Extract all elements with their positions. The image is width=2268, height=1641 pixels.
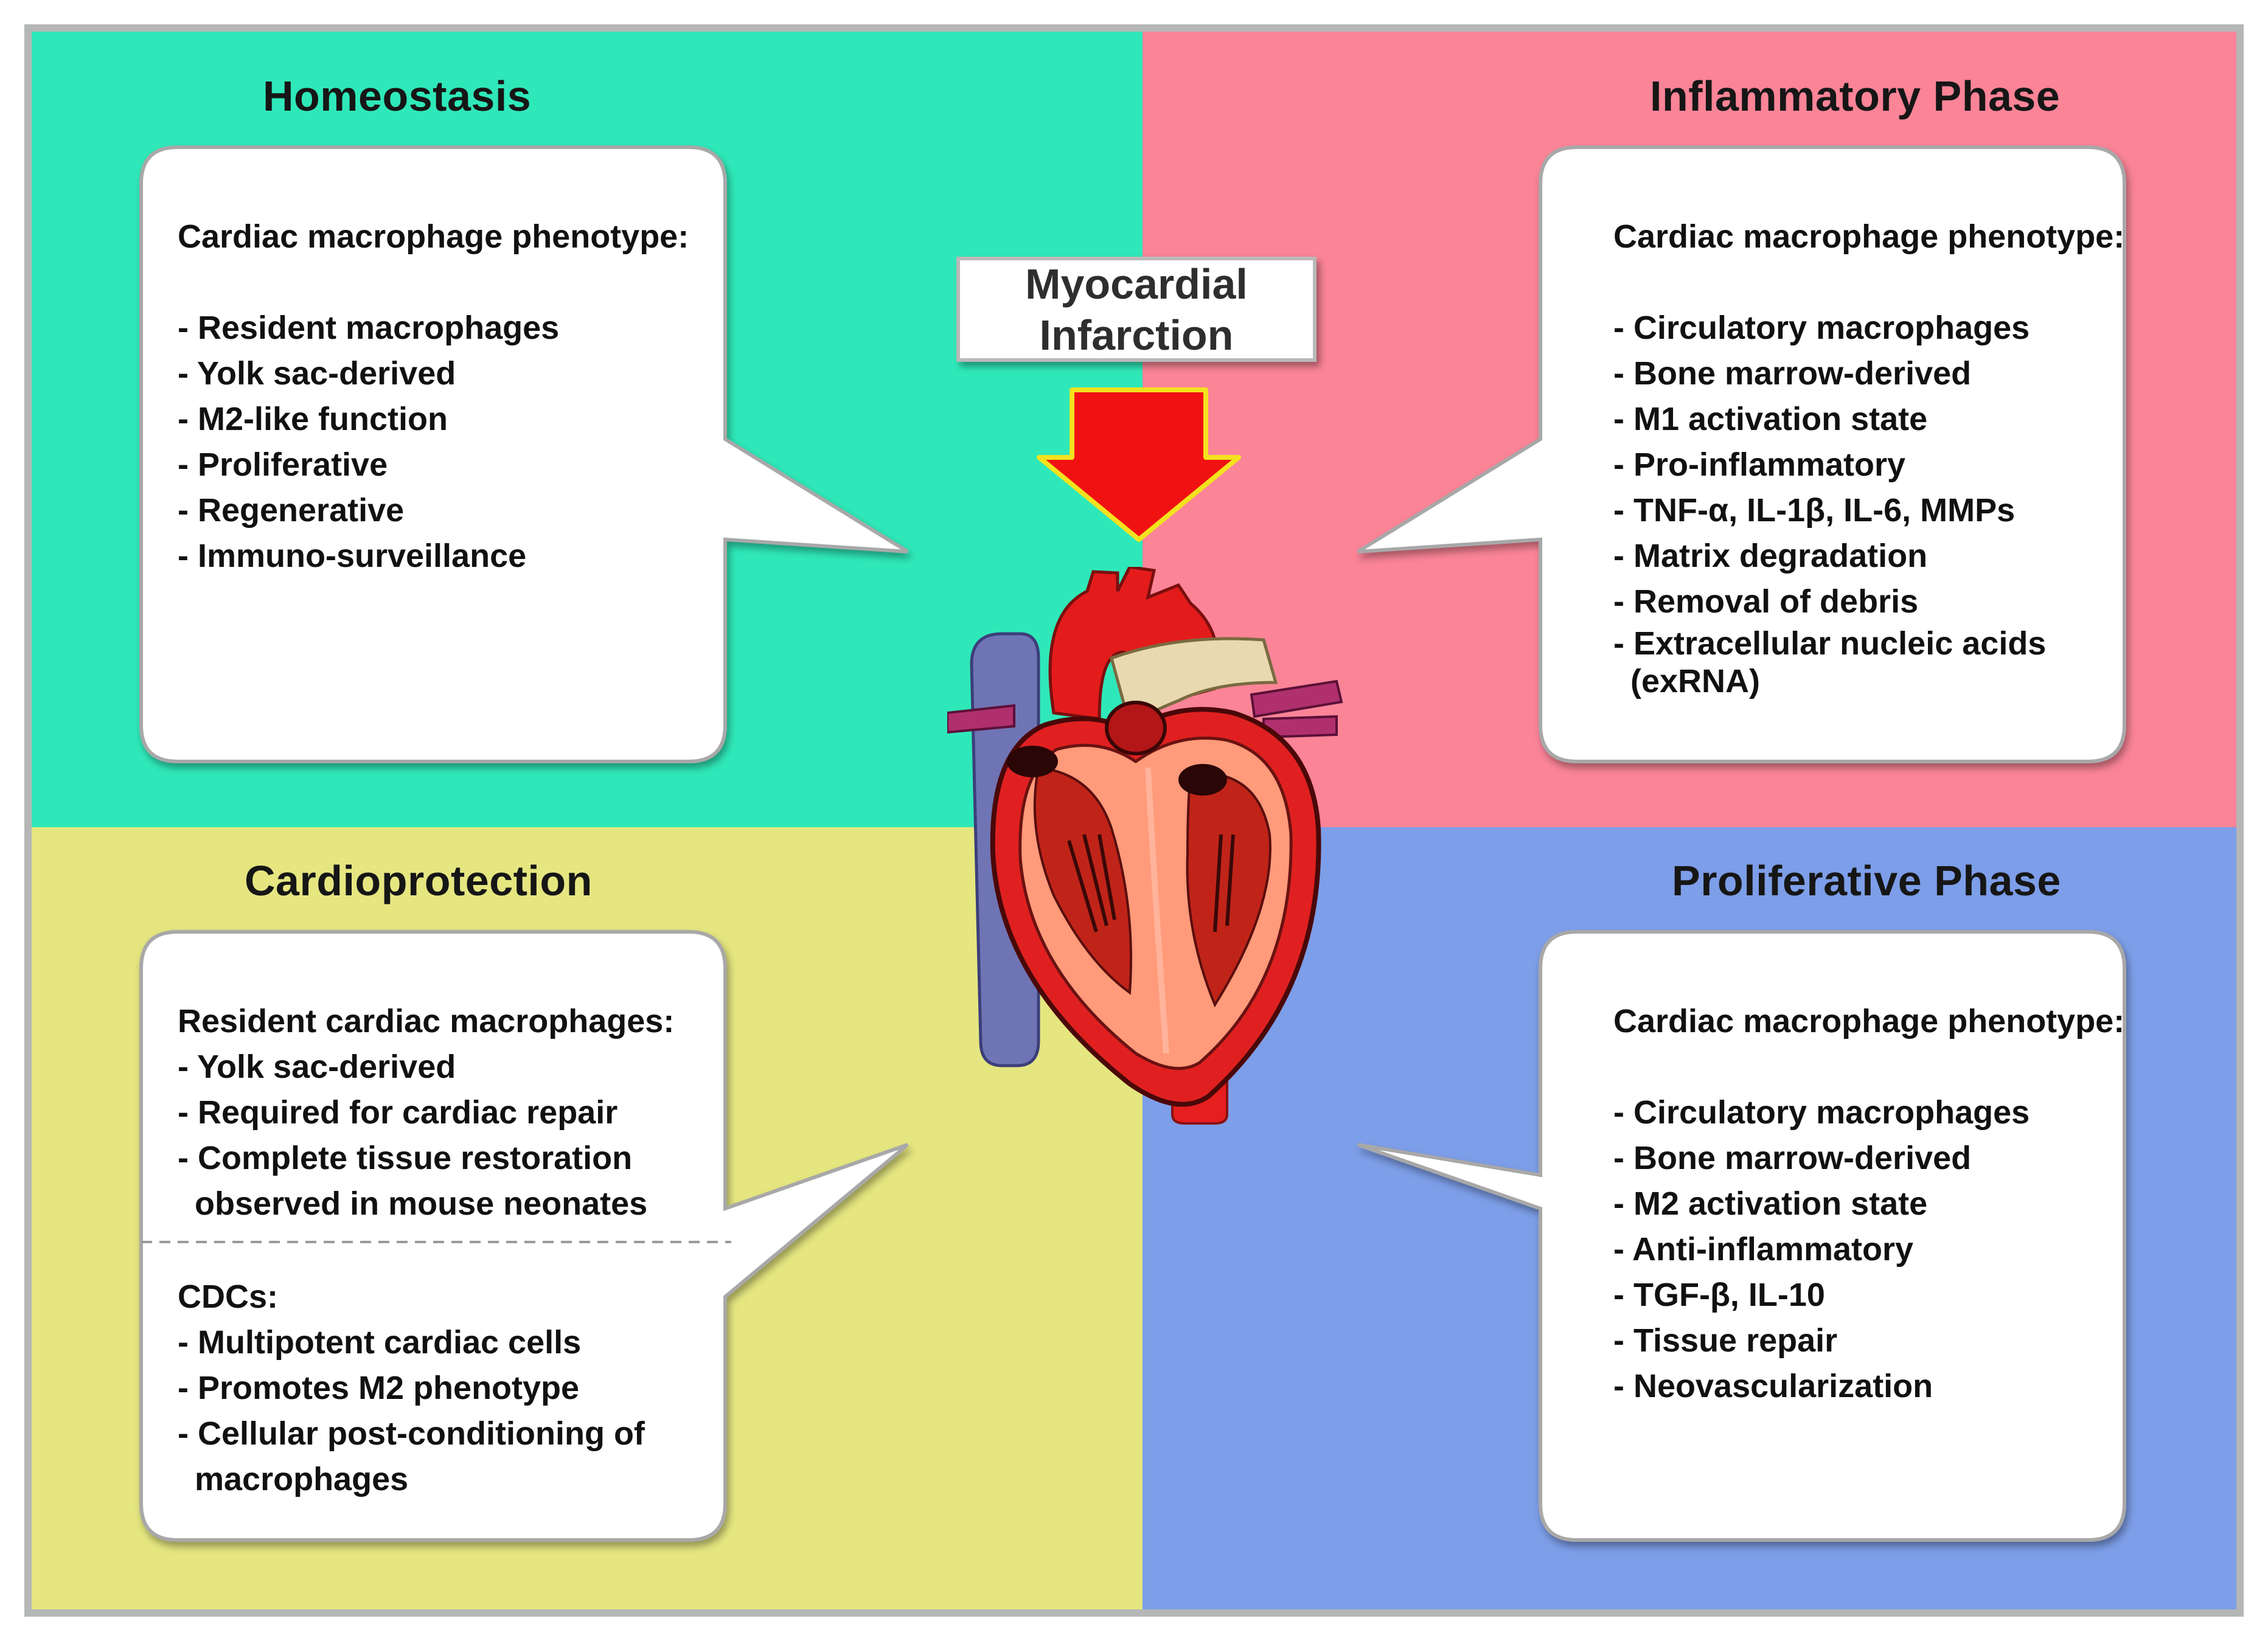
list-item: - Yolk sac-derived (178, 355, 456, 392)
list-item: - M2-like function (178, 401, 448, 437)
heart-icon (947, 567, 1343, 1125)
myocardial-infarction-label: Myocardial Infarction (956, 257, 1317, 362)
proliferative-text: Cardiac macrophage phenotype: - Circulat… (1613, 999, 2124, 1409)
list-item: - Regenerative (178, 492, 405, 529)
list-item: - Pro-inflammatory (1613, 446, 1906, 483)
cardioprotection-heading: Resident cardiac macrophages: (178, 1003, 675, 1039)
inflammatory-title: Inflammatory Phase (1650, 72, 2061, 120)
cdcs-text: CDCs: - Multipotent cardiac cells - Prom… (178, 1274, 645, 1502)
speech-bubbles (139, 145, 2126, 1542)
list-item: - Extracellular nucleic acids (1613, 625, 2047, 662)
list-item: - Yolk sac-derived (178, 1049, 456, 1085)
proliferative-heading: Cardiac macrophage phenotype: (1613, 1003, 2125, 1039)
inflammatory-text: Cardiac macrophage phenotype: - Circulat… (1613, 214, 2124, 700)
inflammatory-bubble (1357, 145, 2126, 763)
list-item: - TGF-β, IL-10 (1613, 1277, 1825, 1313)
homeostasis-heading: Cardiac macrophage phenotype: (178, 218, 689, 255)
cdcs-heading: CDCs: (178, 1278, 279, 1315)
down-arrow-icon (1037, 387, 1241, 542)
cardioprotection-bubble (139, 930, 909, 1542)
list-item: - Bone marrow-derived (1613, 355, 1972, 392)
list-item: - Tissue repair (1613, 1322, 1838, 1359)
proliferative-title: Proliferative Phase (1672, 857, 2061, 904)
cardioprotection-title: Cardioprotection (245, 857, 593, 904)
mi-label-line2: Infarction (1039, 311, 1234, 359)
list-item: - Complete tissue restoration (178, 1140, 633, 1176)
figure-frame: Homeostasis Inflammatory Phase Cardiopro… (24, 24, 2244, 1617)
homeostasis-title: Homeostasis (263, 72, 532, 120)
list-item: - Proliferative (178, 446, 388, 483)
proliferative-bubble (1357, 930, 2126, 1542)
cardioprotection-text: Resident cardiac macrophages: - Yolk sac… (178, 999, 674, 1227)
list-item: - Multipotent cardiac cells (178, 1324, 582, 1361)
list-item-continuation: macrophages (195, 1461, 409, 1497)
list-item: - M1 activation state (1613, 401, 1928, 437)
list-item: - Neovascularization (1613, 1368, 1933, 1404)
list-item: - Anti-inflammatory (1613, 1231, 1914, 1268)
list-item: - Removal of debris (1613, 583, 1919, 620)
list-item: - Cellular post-conditioning of (178, 1415, 645, 1452)
list-item: - Immuno-surveillance (178, 538, 527, 574)
list-item-continuation: (exRNA) (1630, 663, 1761, 699)
homeostasis-text: Cardiac macrophage phenotype: - Resident… (178, 214, 689, 579)
inflammatory-heading: Cardiac macrophage phenotype: (1613, 218, 2125, 255)
list-item: - M2 activation state (1613, 1185, 1928, 1222)
list-item: - Resident macrophages (178, 310, 560, 346)
list-item: - Bone marrow-derived (1613, 1140, 1972, 1176)
list-item-continuation: observed in mouse neonates (195, 1185, 648, 1222)
homeostasis-bubble (139, 145, 909, 763)
list-item: - Required for cardiac repair (178, 1094, 618, 1131)
list-item: - Circulatory macrophages (1613, 310, 2030, 346)
list-item: - TNF-α, IL-1β, IL-6, MMPs (1613, 492, 2016, 529)
list-item: - Circulatory macrophages (1613, 1094, 2030, 1131)
mi-label-line1: Myocardial (1025, 260, 1248, 308)
list-item: - Promotes M2 phenotype (178, 1370, 580, 1406)
list-item: - Matrix degradation (1613, 538, 1928, 574)
